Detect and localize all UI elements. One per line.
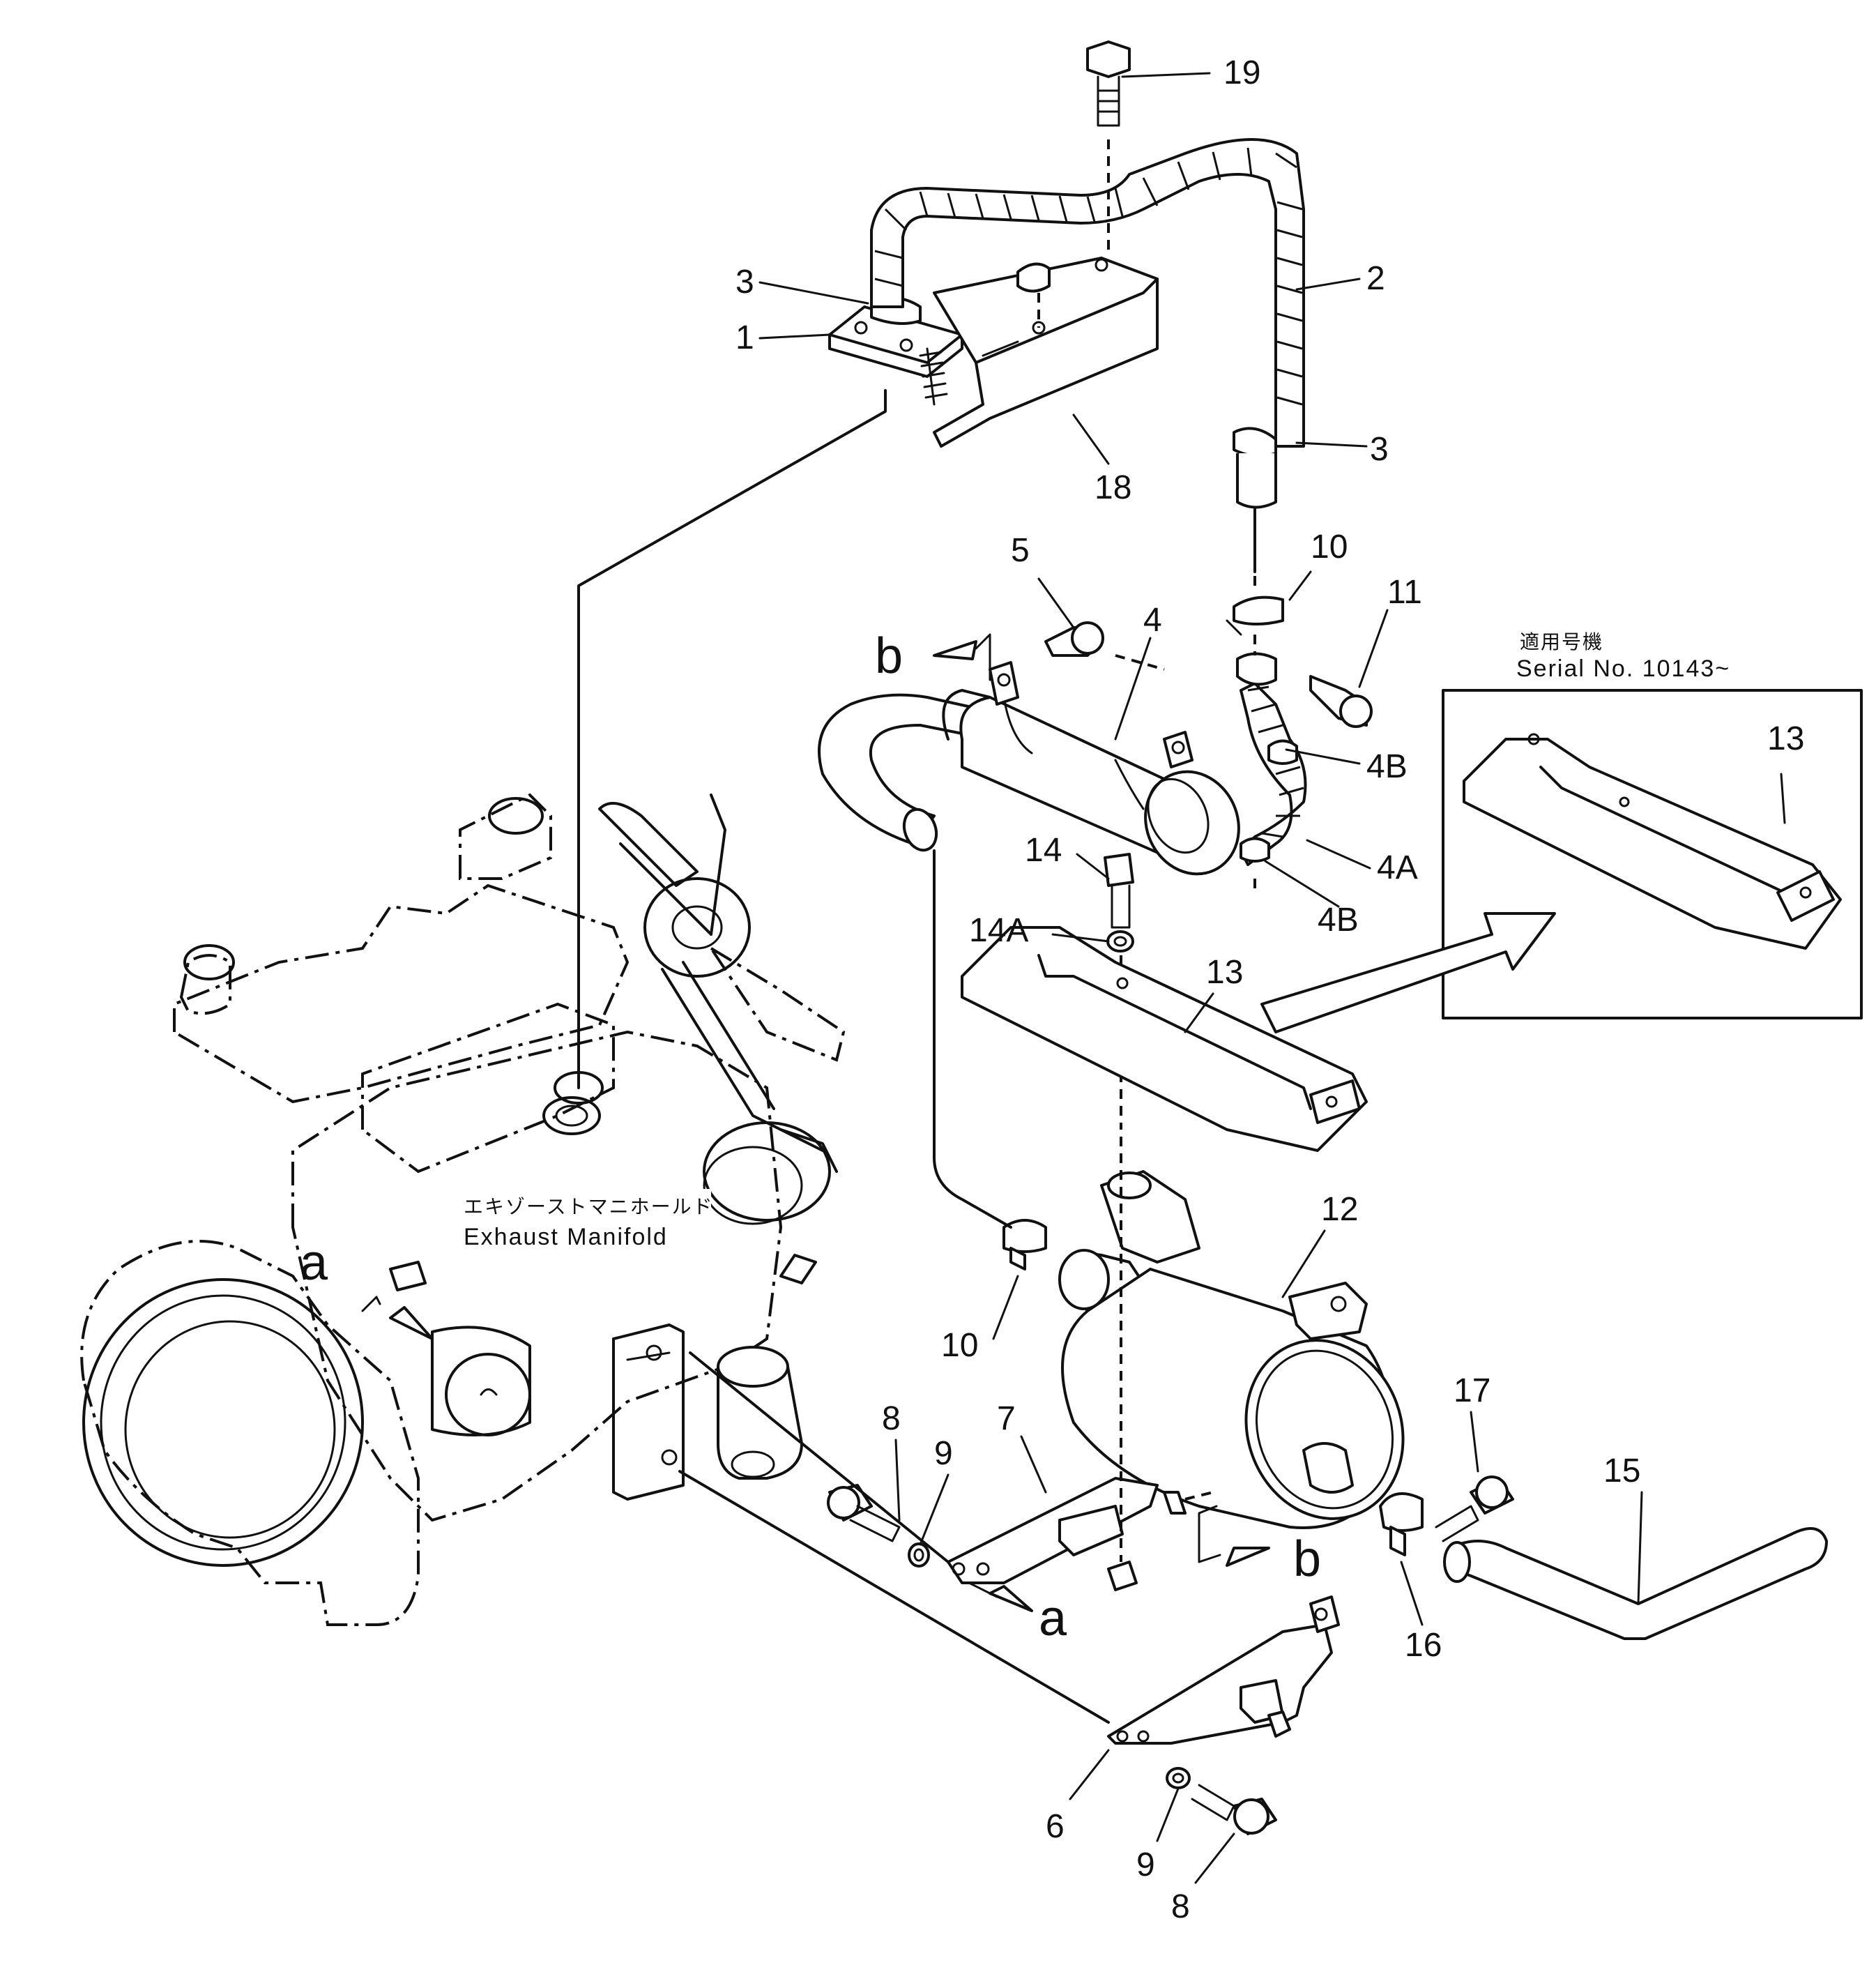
annotation-labels: エキゾーストマニホールド Exhaust Manifold 適用号機 Seria… (460, 631, 1730, 1252)
exhaust-manifold-label-en: Exhaust Manifold (464, 1224, 668, 1250)
callout-4b: 4B (1318, 902, 1359, 939)
applicable-serial-label-jp: 適用号機 (1520, 631, 1603, 653)
callout-12: 12 (1321, 1191, 1358, 1228)
callout-16: 16 (1405, 1627, 1442, 1664)
bolt-8-lower (1166, 1767, 1277, 1835)
callout-4a: 4A (1377, 849, 1418, 886)
callout-10: 10 (941, 1327, 978, 1364)
bracket-6 (1107, 1595, 1340, 1745)
engine-assembly (80, 793, 846, 1626)
callout-8: 8 (882, 1400, 901, 1437)
callout-4b: 4B (1366, 748, 1408, 785)
silencer-12 (1058, 1170, 1405, 1529)
inset-arrow (1260, 912, 1556, 1033)
muffler-pipe-assembly (818, 509, 1373, 1130)
heat-shield-13 (961, 926, 1368, 1152)
marker-a-bottom: a (1039, 1591, 1067, 1646)
callout-8: 8 (1171, 1888, 1190, 1925)
exhaust-manifold-label-jp: エキゾーストマニホールド (464, 1196, 714, 1217)
callout-18: 18 (1095, 469, 1131, 506)
tail-pipe-assembly (1379, 1475, 1828, 1640)
callout-9: 9 (1136, 1846, 1155, 1883)
marker-b-top: b (875, 628, 903, 684)
callout-10: 10 (1311, 529, 1348, 566)
mount-line-6 (678, 1470, 1110, 1724)
view-markers (361, 633, 1270, 1612)
callout-13: 13 (1206, 954, 1243, 991)
bracket-7 (947, 1137, 1214, 1591)
leader-lines (758, 72, 1786, 1884)
clamp-10-lower (933, 849, 1047, 1270)
callout-14a: 14A (969, 912, 1028, 949)
callout-3: 3 (1370, 431, 1389, 468)
serial-inset (1442, 689, 1863, 1019)
callout-1: 1 (735, 319, 754, 356)
mount-line-7 (689, 1351, 950, 1563)
exhaust-tube-assembly (828, 40, 1305, 509)
callout-17: 17 (1454, 1372, 1490, 1409)
view-marker-letters: b b a a (300, 628, 1321, 1646)
callout-11: 11 (1387, 574, 1422, 611)
callout-15: 15 (1603, 1452, 1640, 1489)
callout-19: 19 (1223, 54, 1260, 91)
serial-number-label: Serial No. 10143~ (1516, 655, 1730, 682)
guide-line-flange (577, 389, 887, 1089)
callout-5: 5 (1011, 532, 1030, 569)
callout-14: 14 (1025, 832, 1062, 869)
callout-7: 7 (997, 1400, 1016, 1437)
marker-a-left: a (300, 1235, 328, 1291)
callout-3: 3 (735, 264, 754, 301)
callout-numbers: 19 2 3 1 3 18 10 11 5 4 4B 4A 4B 14 14A … (735, 54, 1804, 1925)
callout-13: 13 (1767, 720, 1804, 757)
callout-6: 6 (1046, 1808, 1065, 1845)
bolt-8-upper (827, 1484, 930, 1568)
callout-2: 2 (1366, 260, 1385, 297)
marker-b-bottom: b (1293, 1531, 1321, 1587)
callout-4: 4 (1143, 602, 1162, 639)
callout-9: 9 (934, 1435, 953, 1472)
